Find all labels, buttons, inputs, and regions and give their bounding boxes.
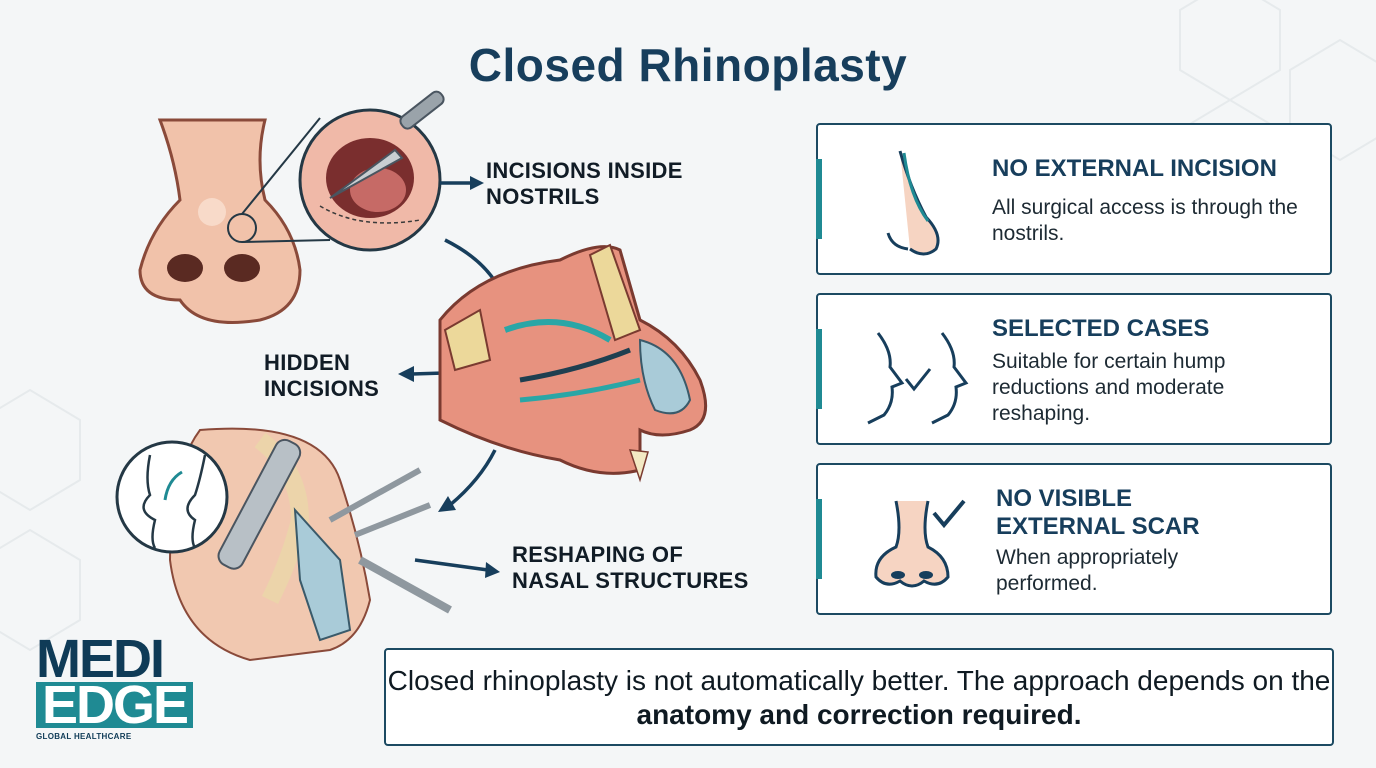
card-body: Suitable for certain hump reductions and… xyxy=(992,350,1226,425)
footer-bold-text: anatomy and correction required. xyxy=(636,699,1082,730)
nose-profile-icon xyxy=(886,150,940,256)
page-title: Closed Rhinoplasty xyxy=(468,39,908,91)
logo-tagline: GLOBAL HEALTHCARE xyxy=(36,732,132,741)
card-selected-cases: SELECTED CASES Suitable for certain hump… xyxy=(816,293,1332,445)
card-title: SELECTED CASES xyxy=(992,315,1210,342)
card-body: When appropriately performed. xyxy=(996,546,1179,595)
card-title: NO EXTERNAL INCISION xyxy=(992,155,1277,182)
medi-edge-logo: MEDI EDGE GLOBAL HEALTHCARE xyxy=(36,629,194,741)
nostril-zoom-circle xyxy=(241,90,445,252)
card-no-visible-scar: NO VISIBLE EXTERNAL SCAR When appropriat… xyxy=(816,463,1332,615)
label-reshaping-nasal-structures: RESHAPING OF NASAL STRUCTURES xyxy=(512,542,749,593)
front-nose-illustration xyxy=(138,118,302,324)
card-no-external-incision: NO EXTERNAL INCISION All surgical access… xyxy=(816,123,1332,275)
logo-line-2: EDGE xyxy=(36,678,194,732)
label-incisions-inside-nostrils: INCISIONS INSIDE NOSTRILS xyxy=(486,158,683,209)
rhinoplasty-illustration xyxy=(115,90,708,662)
nasal-cross-section xyxy=(438,243,708,483)
nose-front-check-icon xyxy=(874,499,966,588)
face-profiles-check-icon xyxy=(867,332,969,425)
footer-note: Closed rhinoplasty is not automatically … xyxy=(384,648,1334,746)
reshaping-closeup xyxy=(115,427,452,662)
label-hidden-incisions: HIDDEN INCISIONS xyxy=(264,350,380,401)
card-body: All surgical access is through the nostr… xyxy=(992,196,1298,245)
card-title: NO VISIBLE EXTERNAL SCAR xyxy=(996,485,1200,540)
footer-text: Closed rhinoplasty is not automatically … xyxy=(387,665,1331,696)
logo-line-1: MEDI xyxy=(36,629,165,689)
